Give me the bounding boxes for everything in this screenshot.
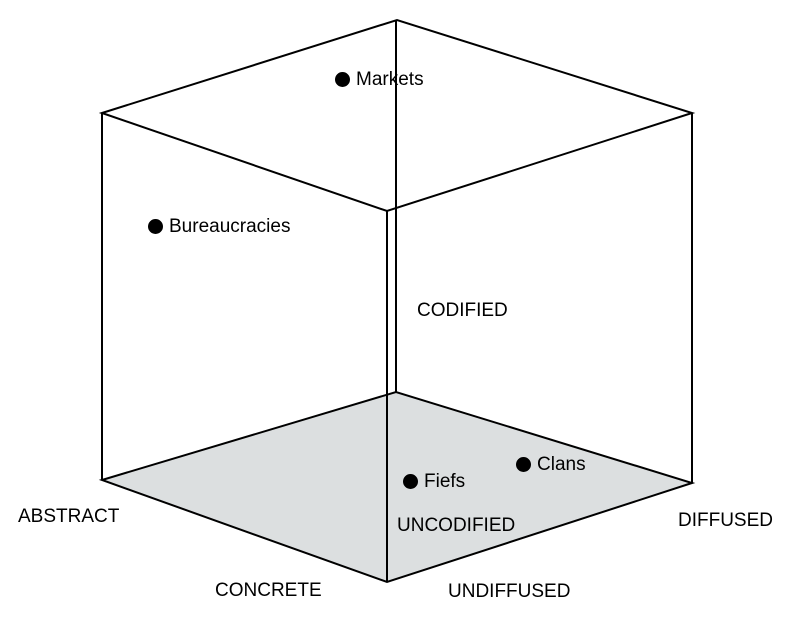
point-fiefs: Fiefs xyxy=(403,472,465,491)
point-bureaucracies: Bureaucracies xyxy=(148,217,290,236)
label-undiffused: UNDIFFUSED xyxy=(448,581,571,602)
dot-icon xyxy=(516,457,531,472)
dot-icon xyxy=(335,72,350,87)
point-markets: Markets xyxy=(335,70,424,89)
label-codified: CODIFIED xyxy=(417,300,508,321)
dot-icon xyxy=(148,219,163,234)
label-uncodified: UNCODIFIED xyxy=(397,515,516,536)
label-abstract: ABSTRACT xyxy=(18,506,120,527)
point-clans: Clans xyxy=(516,455,586,474)
point-label: Fiefs xyxy=(424,471,466,492)
label-concrete: CONCRETE xyxy=(215,580,322,601)
dot-icon xyxy=(403,474,418,489)
cube-floor xyxy=(98,390,696,584)
point-label: Markets xyxy=(356,69,424,90)
label-diffused: DIFFUSED xyxy=(678,510,773,531)
point-label: Bureaucracies xyxy=(169,216,291,237)
point-label: Clans xyxy=(537,454,586,475)
